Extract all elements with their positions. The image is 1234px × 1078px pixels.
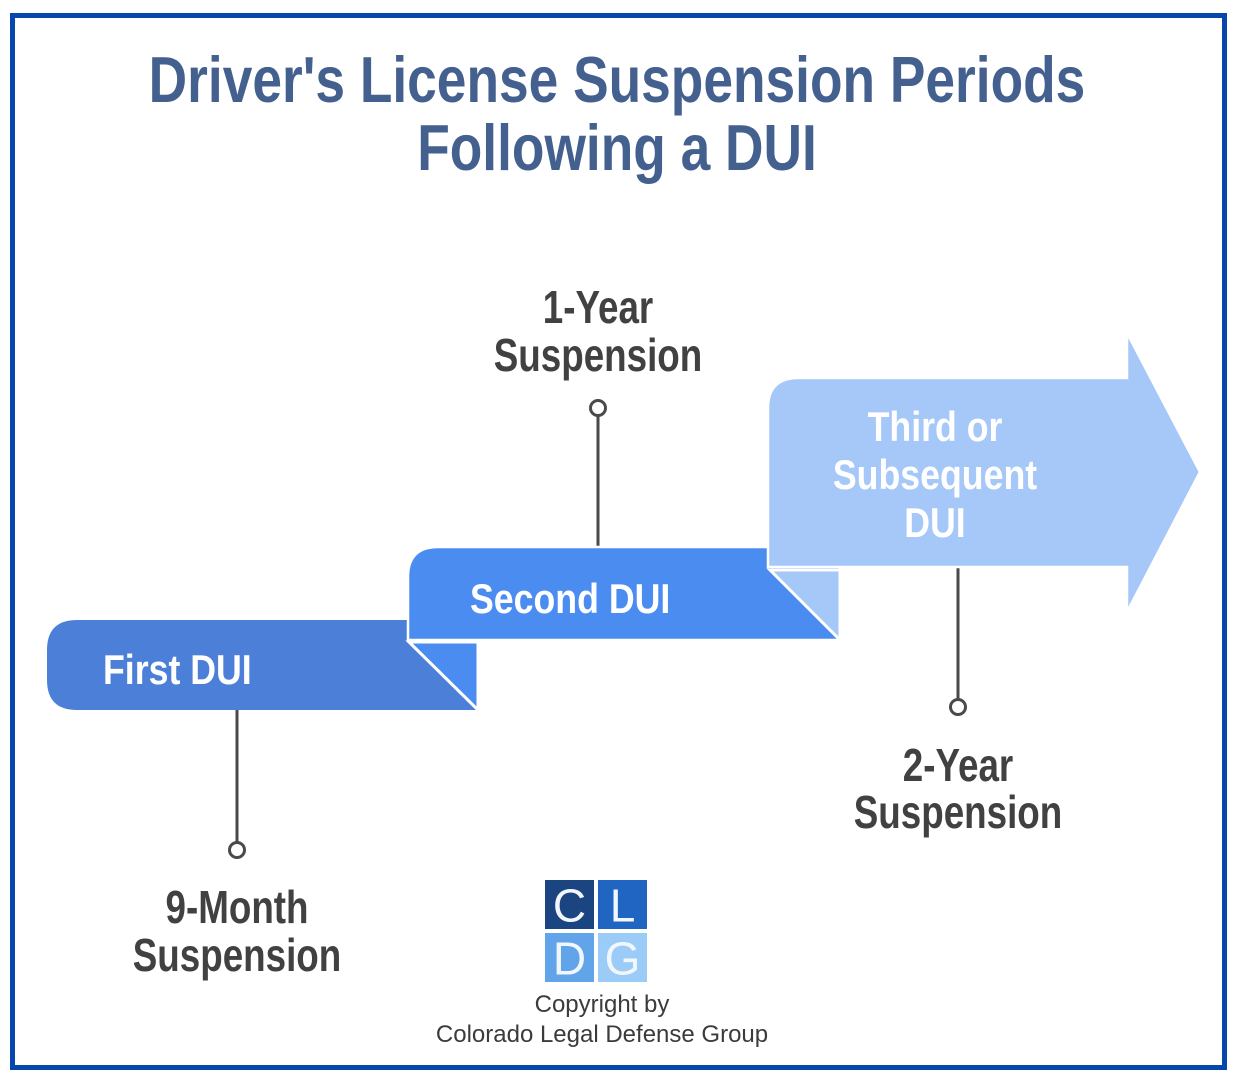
one-year-suspension-line2: Suspension	[494, 329, 702, 381]
cldg-logo: C L D G	[545, 880, 647, 985]
logo-square-d	[545, 933, 594, 982]
second-dui-label: Second DUI	[470, 576, 670, 622]
frame-border	[10, 13, 1227, 1070]
nine-month-suspension-line2: Suspension	[133, 929, 341, 981]
logo-square-c	[545, 880, 594, 929]
second-dui-bar	[406, 545, 842, 642]
one-year-suspension-line1: 1-Year	[543, 281, 653, 333]
connector-dot-third	[949, 698, 967, 716]
logo-letter-g: G	[605, 933, 641, 985]
two-year-suspension-line1: 2-Year	[903, 739, 1013, 791]
connector-dot-second	[589, 399, 607, 417]
nine-month-suspension-line1: 9-Month	[165, 881, 308, 933]
logo-letter-d: D	[553, 933, 586, 985]
copyright-footer: Copyright by Colorado Legal Defense Grou…	[436, 991, 768, 1048]
logo-square-l	[598, 880, 647, 929]
third-dui-fold-triangle	[766, 568, 842, 644]
page-title-line2: Following a DUI	[417, 111, 817, 184]
logo-letter-l: L	[610, 880, 636, 932]
first-dui-bar	[47, 620, 478, 710]
logo-square-g	[598, 933, 647, 982]
third-dui-label-line2: Subsequent	[833, 452, 1037, 498]
copyright-line2: Colorado Legal Defense Group	[436, 1021, 768, 1048]
connector-dot-first	[228, 841, 246, 859]
two-year-suspension-line2: Suspension	[854, 786, 1062, 838]
page-title: Driver's License Suspension Periods Foll…	[149, 43, 1086, 184]
third-dui-arrow	[766, 332, 1202, 613]
connector-second-dui	[589, 399, 607, 548]
logo-letter-c: C	[553, 880, 586, 932]
second-dui-fold-triangle	[405, 640, 480, 714]
third-dui-label-line1: Third or	[868, 404, 1003, 450]
connector-first-dui	[228, 710, 246, 859]
third-dui-label-line3: DUI	[904, 500, 965, 546]
copyright-line1: Copyright by	[535, 991, 670, 1018]
callout-labels: 9-Month Suspension 1-Year Suspension 2-Y…	[133, 281, 1062, 981]
page-title-line1: Driver's License Suspension Periods	[149, 43, 1086, 116]
bar-labels: First DUI Second DUI Third or Subsequent…	[103, 404, 1037, 693]
first-dui-label: First DUI	[103, 647, 252, 693]
connector-third-dui	[949, 566, 967, 716]
